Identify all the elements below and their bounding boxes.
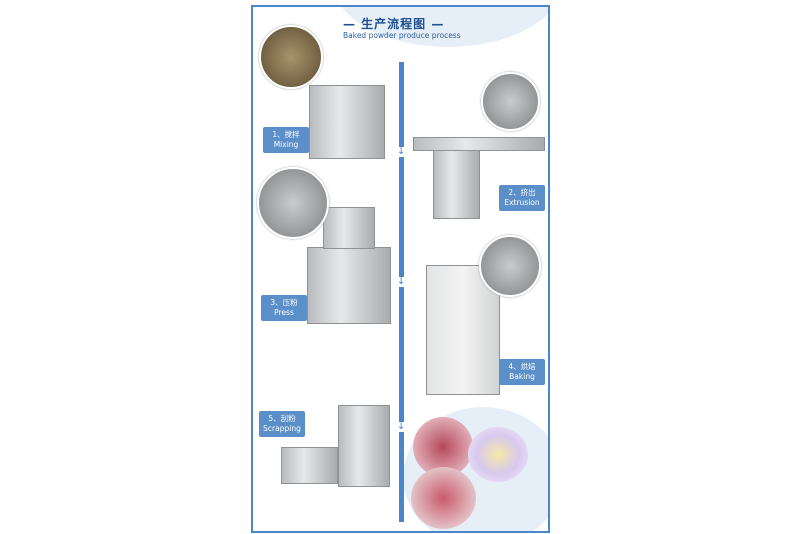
scrapping-unit bbox=[281, 447, 338, 484]
product-image bbox=[411, 467, 476, 529]
mixing-detail-image bbox=[259, 25, 323, 89]
page-subtitle: Baked powder produce process bbox=[343, 31, 461, 40]
press-detail-image bbox=[257, 167, 329, 239]
flow-line bbox=[399, 62, 404, 522]
baking-detail-image bbox=[479, 235, 541, 297]
arrow-down-icon: ↓ bbox=[397, 276, 406, 287]
process-frame: — 生产流程图 — Baked powder produce process ↓… bbox=[251, 5, 550, 533]
mixing-machine-image bbox=[309, 85, 385, 159]
extrusion-detail-image bbox=[481, 72, 540, 131]
press-machine-image bbox=[307, 247, 391, 324]
scrapping-machine-image bbox=[338, 405, 390, 487]
press-head bbox=[323, 207, 375, 249]
page-title: — 生产流程图 — bbox=[343, 17, 445, 31]
product-image bbox=[468, 427, 528, 482]
extrusion-conveyor bbox=[413, 137, 545, 151]
arrow-down-icon: ↓ bbox=[397, 146, 406, 157]
arrow-down-icon: ↓ bbox=[397, 421, 406, 432]
